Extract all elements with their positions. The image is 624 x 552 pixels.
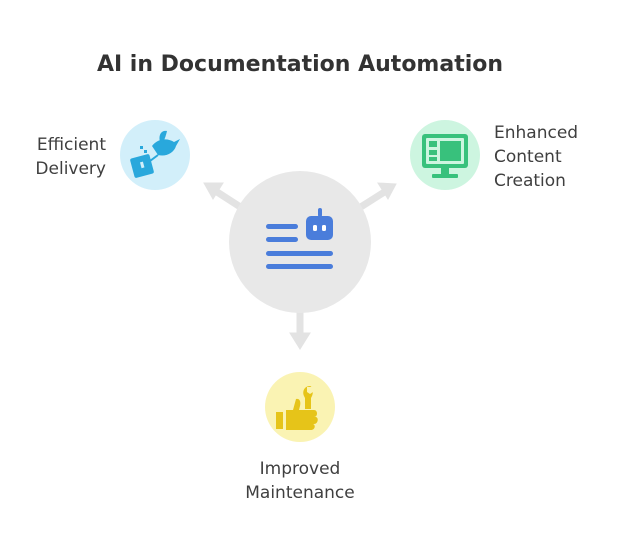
diagram-title: AI in Documentation Automation xyxy=(96,52,504,77)
monitor-layout-icon xyxy=(422,134,468,178)
enhanced-content-line-2: Content xyxy=(494,147,562,167)
thumbs-up-wrench-icon xyxy=(276,386,318,430)
improved-maintenance-line-2: Maintenance xyxy=(245,483,355,503)
delivery-bird-icon xyxy=(130,130,180,178)
efficient-delivery-circle xyxy=(120,120,190,190)
efficient-delivery-label: Efficient Delivery xyxy=(35,133,106,181)
improved-maintenance-label: Improved Maintenance xyxy=(200,457,400,505)
document-robot-icon xyxy=(266,208,333,269)
center-circle xyxy=(229,171,371,313)
efficient-delivery-line-2: Delivery xyxy=(35,159,106,179)
enhanced-content-line-1: Enhanced xyxy=(494,123,579,143)
enhanced-content-line-3: Creation xyxy=(494,171,566,191)
efficient-delivery-line-1: Efficient xyxy=(36,135,106,155)
improved-maintenance-line-1: Improved xyxy=(259,459,341,479)
arrow-to-improved-maintenance xyxy=(289,310,311,350)
improved-maintenance-circle xyxy=(265,372,335,442)
arrow-to-enhanced-content xyxy=(354,182,397,213)
enhanced-content-label: Enhanced Content Creation xyxy=(494,121,578,193)
